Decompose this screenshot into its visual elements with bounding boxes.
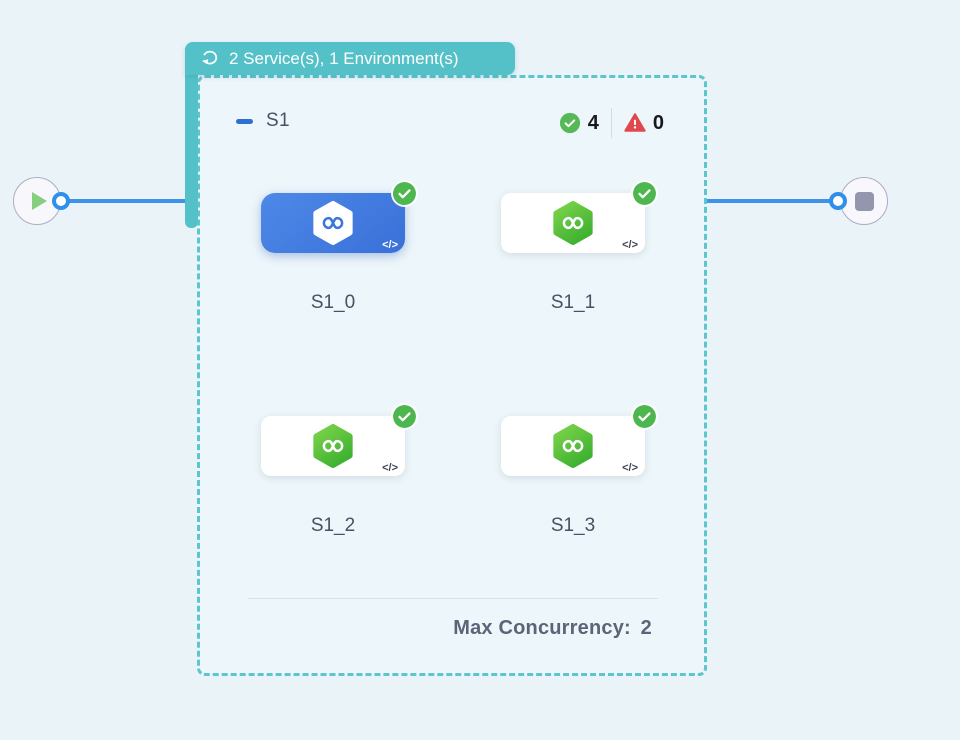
max-concurrency-text: Max Concurrency: 2 [449, 617, 652, 640]
service-hexagon-icon [313, 423, 353, 469]
stage-container: S1 4 0 </> [197, 75, 707, 676]
matrix-badge-label: 2 Service(s), 1 Environment(s) [229, 48, 459, 68]
warning-icon [624, 113, 646, 132]
edge-start-to-stage [60, 199, 187, 203]
failed-count: 0 [652, 111, 664, 134]
footer-divider [248, 598, 658, 599]
iteration-label: S1_2 [310, 515, 356, 536]
max-concurrency-label: Max Concurrency: [453, 617, 631, 639]
service-hexagon-icon [313, 200, 353, 246]
stop-icon [854, 191, 874, 211]
iteration-label: S1_1 [550, 292, 596, 313]
iteration-label: S1_3 [550, 515, 596, 536]
stage-status-group: 4 0 [559, 108, 664, 138]
end-node[interactable] [840, 177, 888, 225]
matrix-badge[interactable]: 2 Service(s), 1 Environment(s) [185, 42, 515, 75]
card-success-badge [633, 182, 656, 205]
service-hexagon-icon [553, 200, 593, 246]
start-node-port[interactable] [52, 192, 70, 210]
card-success-badge [393, 405, 416, 428]
iteration-card-s1-3[interactable]: </> [501, 405, 656, 476]
iteration-card-s1-0[interactable]: </> [261, 182, 416, 253]
max-concurrency-value: 2 [640, 617, 652, 639]
matrix-left-strip [185, 42, 198, 228]
code-icon: </> [622, 462, 638, 474]
play-icon [32, 192, 47, 210]
code-icon: </> [382, 462, 398, 474]
edge-stage-to-end [706, 199, 831, 203]
stage-name: S1 [266, 110, 290, 131]
end-node-port[interactable] [829, 192, 847, 210]
service-hexagon-icon [553, 423, 593, 469]
iteration-label: S1_0 [310, 292, 356, 313]
collapse-icon[interactable] [236, 119, 253, 124]
success-count: 4 [587, 111, 599, 134]
card-success-badge [633, 405, 656, 428]
card-success-badge [393, 182, 416, 205]
status-divider [610, 108, 612, 138]
success-check-icon [559, 112, 580, 134]
iteration-card-s1-1[interactable]: </> [501, 182, 656, 253]
loop-icon [201, 50, 218, 65]
code-icon: </> [382, 239, 398, 251]
code-icon: </> [622, 239, 638, 251]
iteration-card-s1-2[interactable]: </> [261, 405, 416, 476]
